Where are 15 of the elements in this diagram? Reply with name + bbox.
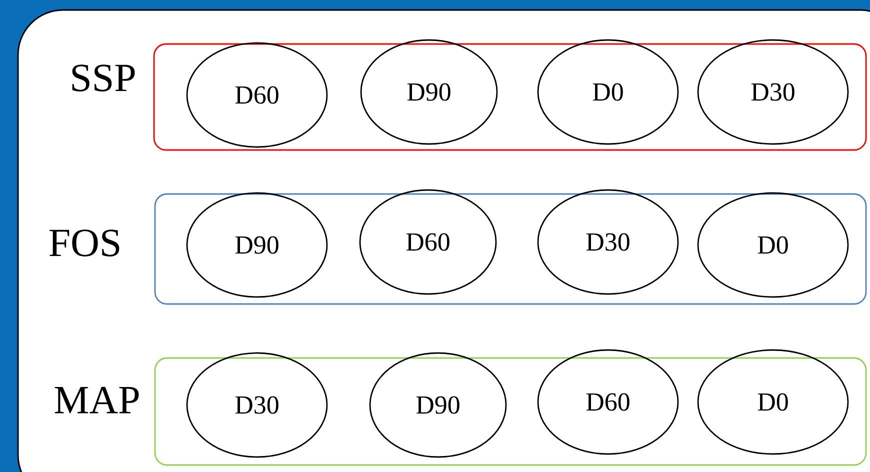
ellipse-node: D30 xyxy=(537,189,679,295)
ellipse-node: D90 xyxy=(186,192,328,298)
ellipse-node: D60 xyxy=(359,189,497,295)
ellipse-node: D30 xyxy=(697,39,849,145)
node-label: MAP xyxy=(54,386,139,414)
ellipse-node: D0 xyxy=(697,349,849,455)
ellipse-node: D90 xyxy=(369,352,507,458)
ellipse-node: D60 xyxy=(537,349,679,455)
ellipse-node: D30 xyxy=(186,352,328,458)
ellipse-node: D90 xyxy=(360,39,498,145)
ellipse-node: D60 xyxy=(186,42,328,148)
node-label: SSP xyxy=(72,64,135,92)
ellipse-node: D0 xyxy=(537,39,679,145)
node-label: FOS xyxy=(49,230,120,256)
ellipse-node: D0 xyxy=(697,192,849,298)
